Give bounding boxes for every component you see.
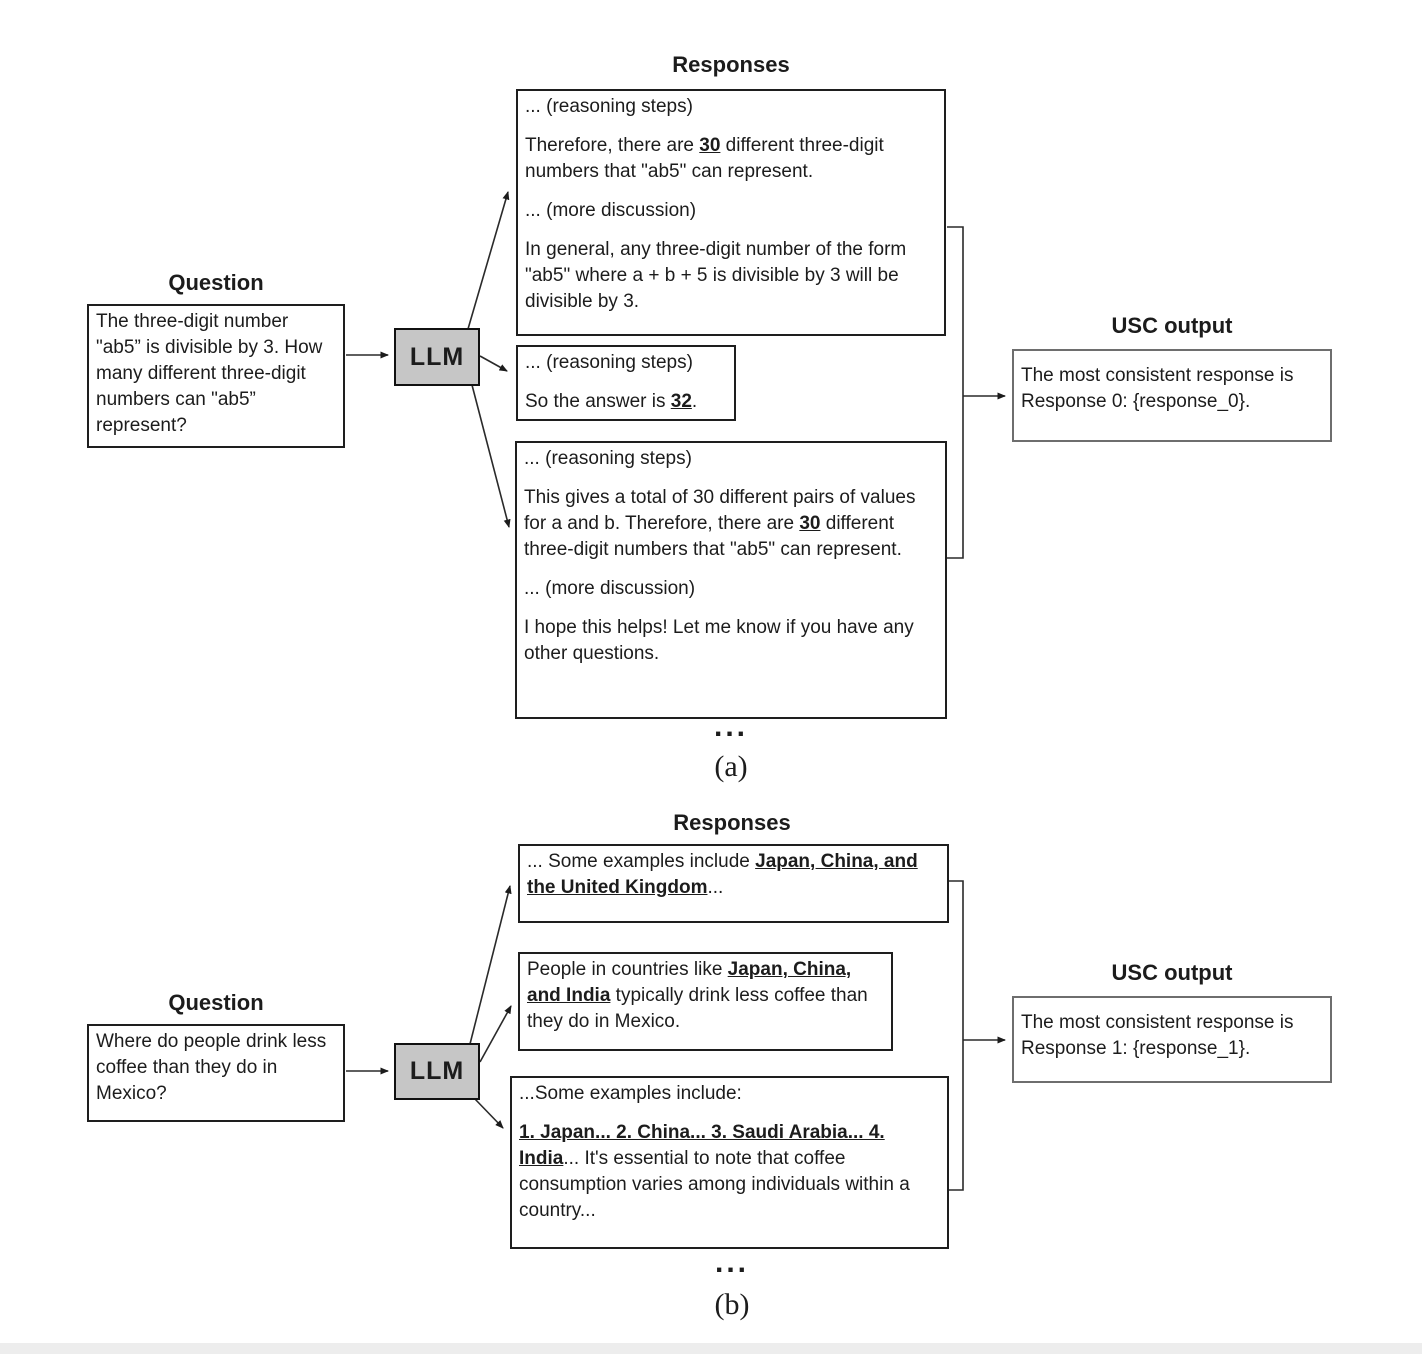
response-box-b-0: ... Some examples include Japan, China, … xyxy=(518,844,949,923)
response-a-0-paragraph: ... (reasoning steps) xyxy=(525,94,937,120)
subfigure-caption-b: (b) xyxy=(714,1288,750,1321)
usc-output-heading-a: USC output xyxy=(1111,313,1233,338)
response-text: different three-digit numbers that "ab5"… xyxy=(525,135,884,182)
response-b-2-paragraph: 1. Japan... 2. China... 3. Saudi Arabia.… xyxy=(519,1120,940,1224)
usc-output-text-b: The most consistent response is Response… xyxy=(1021,1012,1294,1059)
question-text-b: Where do people drink less coffee than t… xyxy=(96,1031,327,1104)
usc-output-text-a: The most consistent response is Response… xyxy=(1021,365,1294,412)
more-responses-ellipsis-a: ... xyxy=(713,710,748,743)
response-a-0-paragraph: Therefore, there are 30 different three-… xyxy=(525,133,937,185)
response-text: Therefore, there are xyxy=(525,135,700,156)
highlighted-answer: 1. Japan... 2. China... 3. Saudi Arabia.… xyxy=(519,1122,885,1169)
arrow-a-llm-to-response-2 xyxy=(471,384,511,528)
response-box-a-1: ... (reasoning steps) So the answer is 3… xyxy=(516,345,736,421)
bracket-a xyxy=(947,226,964,559)
more-responses-ellipsis-b: ... xyxy=(714,1246,749,1279)
arrow-a-llm-to-response-1 xyxy=(479,355,508,372)
response-a-0-paragraph: In general, any three-digit number of th… xyxy=(525,237,937,315)
highlighted-answer: Japan, China, and India xyxy=(527,959,852,1006)
response-b-0-paragraph: ... Some examples include Japan, China, … xyxy=(527,849,940,901)
llm-label-b: LLM xyxy=(409,1057,465,1085)
arrow-b-llm-to-response-2 xyxy=(473,1097,504,1129)
llm-box-b: LLM xyxy=(394,1043,480,1100)
question-box-a: The three-digit number "ab5” is divisibl… xyxy=(87,304,345,448)
response-box-a-0: ... (reasoning steps) Therefore, there a… xyxy=(516,89,946,336)
response-text: ... (reasoning steps) xyxy=(525,96,693,117)
response-a-2-paragraph: ... (more discussion) xyxy=(524,576,938,602)
response-text: I hope this helps! Let me know if you ha… xyxy=(524,617,914,664)
llm-label-a: LLM xyxy=(409,342,465,371)
response-text: ... xyxy=(707,877,724,898)
response-text: So the answer is xyxy=(525,391,671,412)
highlighted-answer: 32 xyxy=(670,391,692,412)
llm-box-a: LLM xyxy=(394,328,480,386)
response-text: People in countries like xyxy=(527,959,728,980)
response-a-1-paragraph: So the answer is 32. xyxy=(525,389,727,415)
question-heading-a: Question xyxy=(168,270,264,295)
highlighted-answer: 30 xyxy=(699,135,721,156)
bottom-edge-strip xyxy=(0,1343,1422,1354)
response-text: . xyxy=(691,391,698,412)
response-b-1-paragraph: People in countries like Japan, China, a… xyxy=(527,957,884,1035)
response-text: ... (reasoning steps) xyxy=(525,352,693,373)
response-text: typically drink less coffee than they do… xyxy=(527,985,868,1032)
response-text: ... (reasoning steps) xyxy=(524,448,692,469)
bracket-b xyxy=(947,880,964,1191)
highlighted-answer: Japan, China, and the United Kingdom xyxy=(527,851,918,898)
response-box-b-2: ...Some examples include: 1. Japan... 2.… xyxy=(510,1076,949,1249)
usc-output-box-a: The most consistent response is Response… xyxy=(1012,349,1332,442)
arrow-b-llm-to-response-1 xyxy=(479,1005,512,1063)
response-text: ... Some examples include xyxy=(527,851,756,872)
response-text: ... (more discussion) xyxy=(525,200,697,221)
response-box-a-2: ... (reasoning steps) This gives a total… xyxy=(515,441,947,719)
response-box-b-1: People in countries like Japan, China, a… xyxy=(518,952,893,1051)
usc-output-box-b: The most consistent response is Response… xyxy=(1012,996,1332,1083)
response-b-2-paragraph: ...Some examples include: xyxy=(519,1081,940,1107)
question-heading-b: Question xyxy=(168,990,264,1015)
arrow-b-llm-to-response-0 xyxy=(469,885,512,1045)
response-text: This gives a total of 30 different pairs… xyxy=(524,487,916,534)
response-text: ...Some examples include: xyxy=(519,1083,742,1104)
response-a-2-paragraph: ... (reasoning steps) xyxy=(524,446,938,472)
response-text: different three-digit numbers that "ab5"… xyxy=(524,513,902,560)
response-text: ... (more discussion) xyxy=(524,578,696,599)
subfigure-caption-a: (a) xyxy=(714,750,748,783)
response-a-2-paragraph: I hope this helps! Let me know if you ha… xyxy=(524,615,938,667)
responses-heading-b: Responses xyxy=(673,810,791,835)
usc-output-heading-b: USC output xyxy=(1111,960,1233,985)
response-a-0-paragraph: ... (more discussion) xyxy=(525,198,937,224)
response-text: ... It's essential to note that coffee c… xyxy=(519,1148,910,1221)
question-text-a: The three-digit number "ab5” is divisibl… xyxy=(96,311,323,436)
response-a-1-paragraph: ... (reasoning steps) xyxy=(525,350,727,376)
arrow-a-llm-to-response-0 xyxy=(467,191,510,330)
question-box-b: Where do people drink less coffee than t… xyxy=(87,1024,345,1122)
response-text: In general, any three-digit number of th… xyxy=(525,239,907,312)
responses-heading-a: Responses xyxy=(672,52,790,77)
response-a-2-paragraph: This gives a total of 30 different pairs… xyxy=(524,485,938,563)
highlighted-answer: 30 xyxy=(799,513,821,534)
